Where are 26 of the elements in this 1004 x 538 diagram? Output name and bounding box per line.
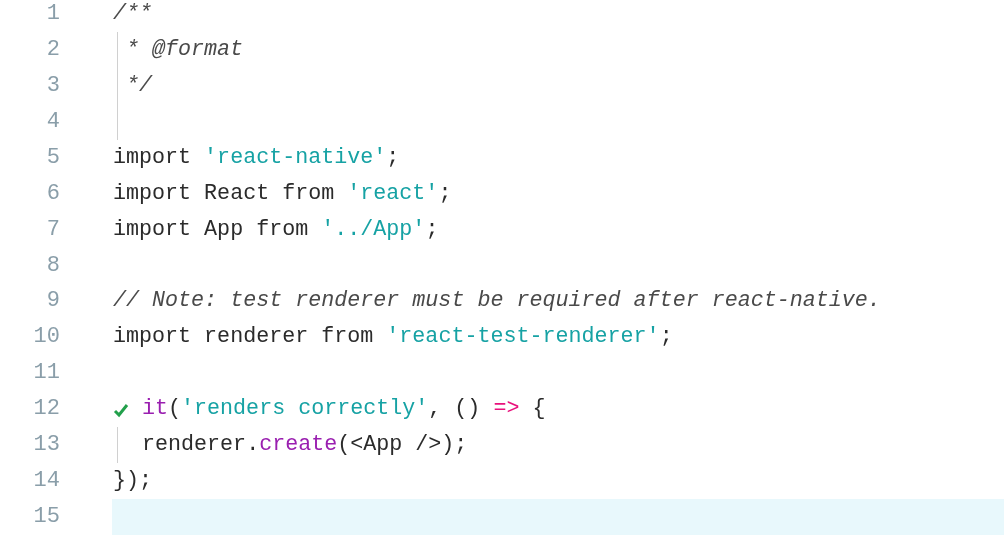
code-line: import 'react-native'; bbox=[113, 143, 400, 172]
code-line: * @format bbox=[126, 35, 244, 64]
line-number: 8 bbox=[45, 251, 60, 280]
line-number: 12 bbox=[32, 395, 60, 424]
code-line: import React from 'react'; bbox=[113, 179, 452, 208]
code-line: /** bbox=[113, 0, 153, 28]
line-number: 13 bbox=[32, 431, 60, 460]
line-number: 2 bbox=[45, 35, 60, 64]
line-number: 4 bbox=[45, 107, 60, 136]
line-number: 3 bbox=[45, 71, 60, 100]
line-number: 7 bbox=[45, 215, 60, 244]
line-number: 15 bbox=[32, 503, 60, 531]
line-number: 9 bbox=[45, 287, 60, 316]
line-number: 6 bbox=[45, 179, 60, 208]
line-number: 14 bbox=[32, 467, 60, 496]
line-number: 11 bbox=[32, 359, 60, 388]
code-line: import App from '../App'; bbox=[113, 215, 439, 244]
code-line: import renderer from 'react-test-renderer'; bbox=[113, 323, 673, 352]
code-line: }); bbox=[113, 467, 153, 496]
code-line: */ bbox=[126, 71, 153, 100]
code-line: renderer.create(<App />); bbox=[142, 431, 468, 460]
line-number: 5 bbox=[45, 143, 60, 172]
line-number: 10 bbox=[32, 323, 60, 352]
code-line: it('renders correctly', () => { bbox=[142, 395, 546, 424]
code-line: // Note: test renderer must be required after react-native. bbox=[113, 287, 881, 316]
line-number: 1 bbox=[45, 0, 60, 28]
